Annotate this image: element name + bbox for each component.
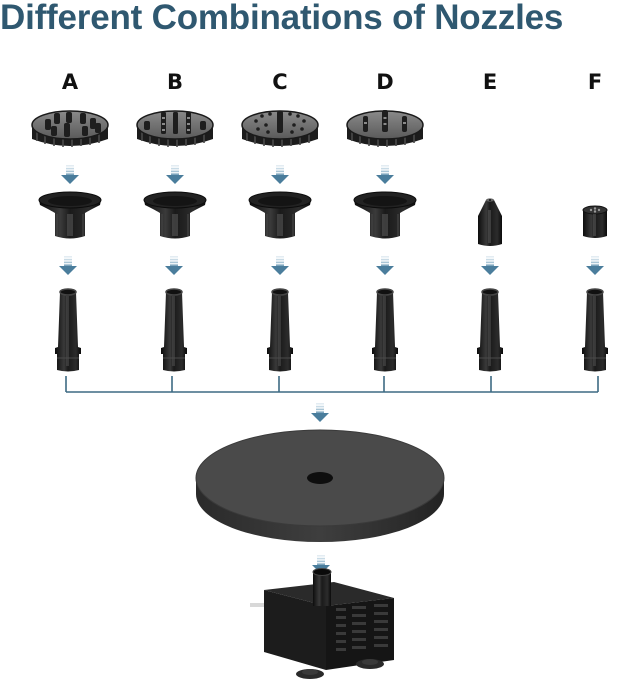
arrow-down-icon	[61, 165, 394, 184]
extension-tube-c	[266, 288, 294, 373]
column-label-f: F	[587, 70, 603, 94]
extension-tube-a	[54, 288, 82, 373]
cone-adapter-d	[353, 191, 417, 239]
short-nozzle-f	[582, 205, 608, 238]
flower-cap-c	[241, 110, 319, 148]
arrow-down-icon	[59, 256, 604, 275]
cone-adapter-c	[248, 191, 312, 239]
foam-float-disc	[195, 429, 445, 542]
flower-cap-d	[346, 110, 424, 148]
flower-cap-a	[31, 110, 109, 148]
extension-tube-d	[371, 288, 399, 373]
column-label-e: E	[482, 70, 498, 94]
arrow-down-icon	[311, 403, 329, 422]
cone-adapter-b	[143, 191, 207, 239]
extension-tube-e	[476, 288, 504, 373]
column-label-a: A	[61, 70, 79, 94]
column-label-b: B	[166, 70, 183, 94]
column-label-d: D	[376, 70, 394, 94]
page-title: Different Combinations of Nozzles	[0, 0, 564, 37]
cone-adapter-a	[38, 191, 102, 239]
submersible-pump	[250, 568, 394, 679]
column-label-c: C	[272, 70, 288, 94]
jet-nozzle-e	[478, 198, 502, 246]
extension-tube-b	[160, 288, 188, 373]
extension-tube-f	[581, 288, 609, 373]
flower-cap-b	[136, 110, 214, 148]
connector-bracket	[65, 376, 599, 393]
